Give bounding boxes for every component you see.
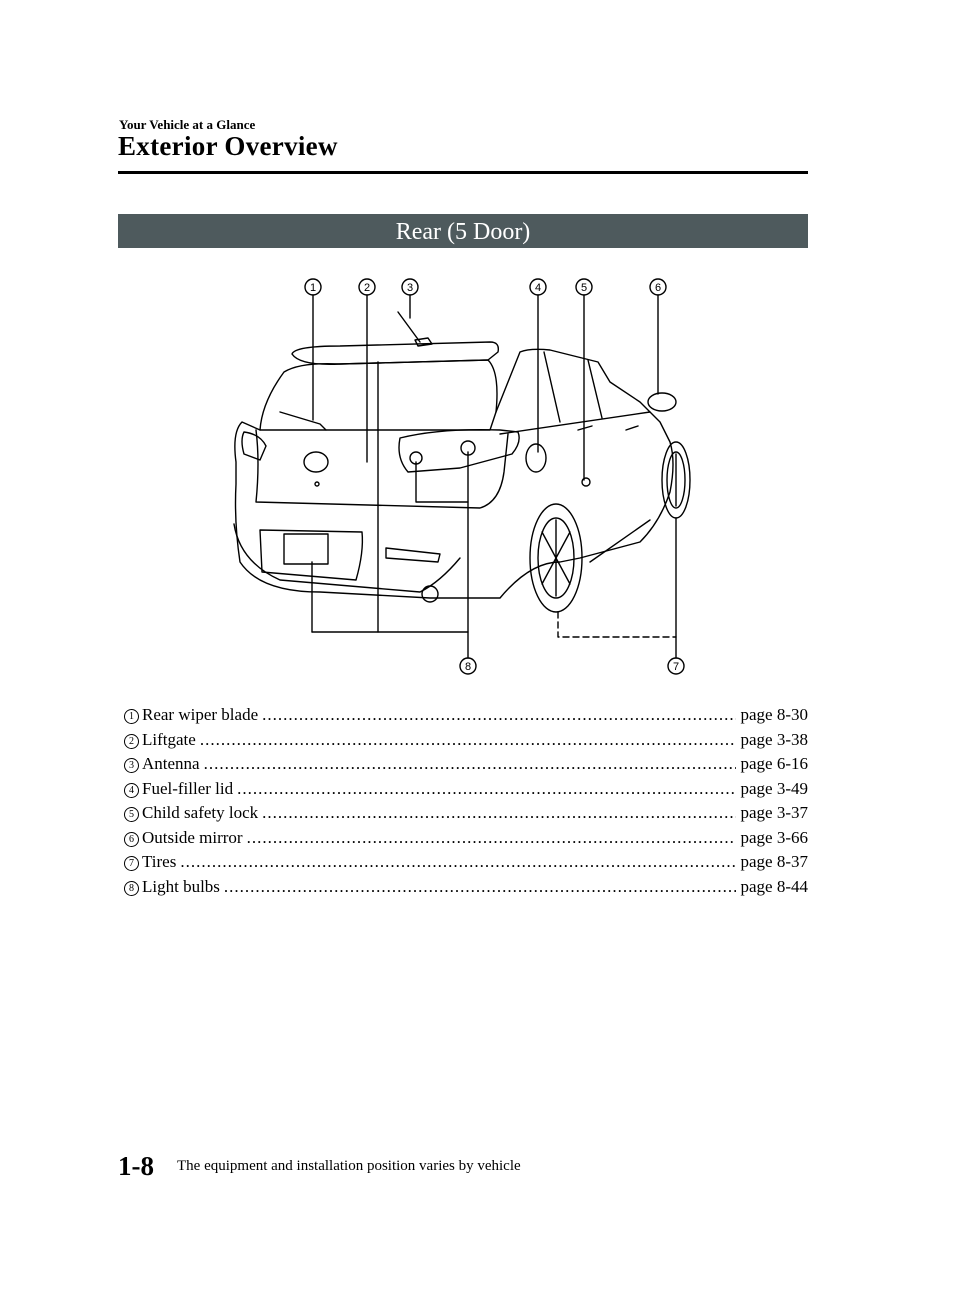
part-name: Fuel-filler lid [142, 778, 234, 798]
item-number: 5 [124, 807, 139, 822]
dot-leader [237, 777, 736, 802]
item-number: 1 [124, 709, 139, 724]
list-item: 6 Outside mirror page 3-66 [124, 826, 808, 851]
item-number: 7 [124, 856, 139, 871]
item-number: 2 [124, 733, 139, 749]
parts-list: 1 Rear wiper blade page 8-30 2 Liftgate … [124, 703, 808, 899]
part-name: Outside mirror [142, 827, 243, 847]
part-name: Liftgate [142, 729, 196, 749]
list-item: 7 Tires page 8-37 [124, 850, 808, 875]
page-reference: page 8-44 [740, 876, 808, 896]
item-number: 6 [124, 831, 139, 847]
callout-5: 5 [581, 282, 587, 294]
page-title: Exterior Overview [118, 131, 338, 161]
callout-3: 3 [407, 282, 413, 294]
part-name: Rear wiper blade [142, 705, 259, 724]
dot-leader [262, 801, 736, 826]
callout-6: 6 [655, 282, 661, 294]
part-name: Antenna [142, 754, 200, 773]
callout-8: 8 [465, 661, 471, 673]
dot-leader [180, 850, 736, 875]
callout-2: 2 [364, 282, 370, 294]
footer-note: The equipment and installation position … [177, 1158, 521, 1174]
title-divider [118, 171, 808, 174]
callout-1: 1 [310, 282, 316, 294]
part-name: Child safety lock [142, 803, 259, 822]
page-reference: page 3-38 [740, 729, 808, 749]
callout-7: 7 [673, 661, 679, 673]
part-name: Light bulbs [142, 876, 220, 896]
dot-leader [262, 703, 736, 728]
dot-leader [200, 728, 737, 753]
list-item: 1 Rear wiper blade page 8-30 [124, 703, 808, 728]
page-reference: page 3-49 [740, 778, 808, 798]
vehicle-rear-illustration: 1 2 3 4 5 6 7 8 [200, 262, 740, 682]
page-reference: page 8-30 [740, 705, 808, 724]
list-item: 2 Liftgate page 3-38 [124, 728, 808, 753]
item-number: 4 [124, 782, 139, 798]
list-item: 8 Light bulbs page 8-44 [124, 875, 808, 900]
dot-leader [224, 875, 737, 900]
page-reference: page 8-37 [740, 852, 808, 871]
item-number: 8 [124, 880, 139, 896]
dot-leader [247, 826, 737, 851]
section-label: Your Vehicle at a Glance [119, 117, 256, 132]
page-reference: page 6-16 [740, 754, 808, 773]
dot-leader [204, 752, 737, 777]
list-item: 3 Antenna page 6-16 [124, 752, 808, 777]
item-number: 3 [124, 758, 139, 773]
page-reference: page 3-37 [740, 803, 808, 822]
list-item: 5 Child safety lock page 3-37 [124, 801, 808, 826]
section-banner: Rear (5 Door) [118, 214, 808, 248]
page-reference: page 3-66 [740, 827, 808, 847]
list-item: 4 Fuel-filler lid page 3-49 [124, 777, 808, 802]
part-name: Tires [142, 852, 177, 871]
callout-4: 4 [535, 282, 541, 294]
page-number: 1-8 [118, 1151, 154, 1181]
